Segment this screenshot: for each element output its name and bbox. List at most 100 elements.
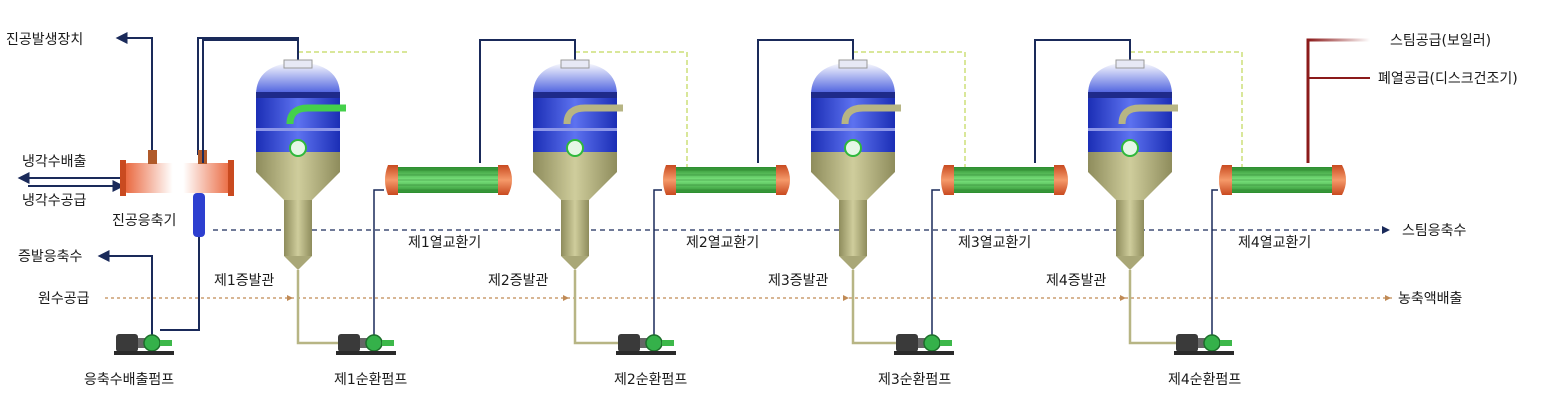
- vent-line-3: [853, 51, 966, 170]
- evaporator-tip-4: [1116, 256, 1144, 270]
- pump-symbol-3: [893, 333, 955, 356]
- vapor-line-2: [479, 39, 576, 163]
- label-exchanger-4: 제4열교환기: [1238, 235, 1311, 251]
- evaporator-column-1: [284, 200, 312, 256]
- sight-glass-2: [566, 139, 584, 157]
- evaporator-column-2: [561, 200, 589, 256]
- pump-discharge-line-4: [1211, 189, 1218, 335]
- label-pump-2: 제2순환펌프: [614, 372, 687, 388]
- circulation-pump-1: [335, 333, 397, 356]
- condensate-pump: [113, 333, 175, 356]
- sight-glass-4: [1121, 139, 1139, 157]
- vent-line-2: [575, 51, 688, 170]
- evaporator-nozzle-2: [560, 59, 590, 69]
- evaporator-band-3: [811, 128, 895, 131]
- vapor-line-3: [757, 39, 854, 163]
- evaporator-packing-2: [533, 92, 617, 98]
- unit-3: [757, 39, 1068, 356]
- label-condensate-pump: 응축수배출펌프: [84, 372, 174, 388]
- circulation-pump-4: [1173, 333, 1235, 356]
- vacuum-condenser: [17, 32, 299, 331]
- vent-line-4: [1130, 51, 1243, 170]
- label-evaporator-4: 제4증발관: [1046, 273, 1107, 289]
- label-cooling-water-discharge: 냉각수배출: [22, 154, 87, 170]
- sight-glass-3: [844, 139, 862, 157]
- unit-4: [1034, 39, 1346, 356]
- evaporator-dome-4: [1088, 62, 1172, 95]
- circulation-pump-2: [615, 333, 677, 356]
- evaporator-packing-1: [256, 92, 340, 98]
- pump-discharge-line-2: [653, 189, 662, 335]
- exchanger-head-left-2: [663, 165, 676, 195]
- vapor-line-4: [1034, 39, 1131, 163]
- heat-exchanger-2: [663, 165, 790, 195]
- label-waste-heat-supply: 폐열공급(디스크건조기): [1378, 71, 1518, 87]
- evaporator-nozzle-4: [1115, 59, 1145, 69]
- exchanger-head-right-3: [1054, 165, 1068, 195]
- label-pump-3: 제3순환펌프: [878, 372, 951, 388]
- exchanger-head-left-1: [385, 165, 398, 195]
- pump-discharge-line-1: [373, 189, 384, 335]
- circulation-line-4: [1128, 270, 1176, 345]
- label-evaporator-1: 제1증발관: [214, 273, 275, 289]
- heat-exchanger-1: [385, 165, 512, 195]
- label-exchanger-3: 제3열교환기: [958, 235, 1031, 251]
- evaporator-band-2: [533, 128, 617, 131]
- evaporator-column-4: [1116, 200, 1144, 256]
- label-evaporator-3: 제3증발관: [768, 273, 829, 289]
- label-pump-4: 제4순환펌프: [1168, 372, 1241, 388]
- label-cooling-water-supply: 냉각수공급: [22, 193, 87, 209]
- evaporator-band-4: [1088, 128, 1172, 131]
- label-vacuum-generator: 진공발생장치: [6, 32, 83, 48]
- sight-glass-1: [289, 139, 307, 157]
- evaporator-band-1: [256, 128, 340, 131]
- steam-supply-lines: [1306, 38, 1370, 163]
- unit-2: [479, 39, 790, 356]
- exchanger-head-left-3: [941, 165, 954, 195]
- evaporator-lower-3: [811, 152, 895, 200]
- unit-1: [202, 39, 512, 356]
- exchanger-head-right-2: [776, 165, 790, 195]
- circulation-pump-3: [893, 333, 955, 356]
- heat-exchanger-4: [1219, 165, 1346, 195]
- label-exchanger-2: 제2열교환기: [686, 235, 759, 251]
- label-concentrate-discharge: 농축액배출: [1398, 291, 1463, 307]
- evaporator-tip-1: [284, 256, 312, 270]
- evaporator-dome-3: [811, 62, 895, 95]
- exchanger-head-left-4: [1219, 165, 1232, 195]
- label-pump-1: 제1순환펌프: [334, 372, 407, 388]
- circulation-line-1: [296, 270, 338, 345]
- label-raw-water-supply: 원수공급: [38, 291, 90, 307]
- evaporator-column-3: [839, 200, 867, 256]
- internal-pipe-1: [286, 104, 346, 125]
- evaporator-lower-2: [533, 152, 617, 200]
- label-steam-supply: 스팀공급(보일러): [1390, 33, 1491, 49]
- label-evaporator-2: 제2증발관: [488, 273, 549, 289]
- heat-exchanger-3: [941, 165, 1068, 195]
- internal-pipe-4: [1118, 104, 1178, 125]
- internal-pipe-3: [841, 104, 901, 125]
- pump-symbol-4: [1173, 333, 1235, 356]
- evaporator-nozzle-1: [283, 59, 313, 69]
- evaporator-dome-1: [256, 62, 340, 95]
- evaporator-dome-2: [533, 62, 617, 95]
- vapor-line-1: [202, 39, 299, 163]
- evaporator-lower-1: [256, 152, 340, 200]
- exchanger-head-right-1: [498, 165, 512, 195]
- internal-pipe-2: [563, 104, 623, 125]
- evaporator-nozzle-3: [838, 59, 868, 69]
- evaporator-tip-3: [839, 256, 867, 270]
- pump-symbol-2: [615, 333, 677, 356]
- label-steam-condensate: 스팀응축수: [1402, 223, 1467, 239]
- pump-symbol-1: [335, 333, 397, 356]
- evaporated-condensate-line: [97, 250, 153, 340]
- feed-arrows: [287, 295, 1391, 301]
- pump-discharge-line-3: [931, 189, 940, 335]
- label-exchanger-1: 제1열교환기: [408, 235, 481, 251]
- exchanger-head-right-4: [1332, 165, 1346, 195]
- evaporator-lower-4: [1088, 152, 1172, 200]
- circulation-line-3: [851, 270, 896, 345]
- label-vacuum-condenser: 진공응축기: [112, 213, 176, 229]
- evaporator-packing-4: [1088, 92, 1172, 98]
